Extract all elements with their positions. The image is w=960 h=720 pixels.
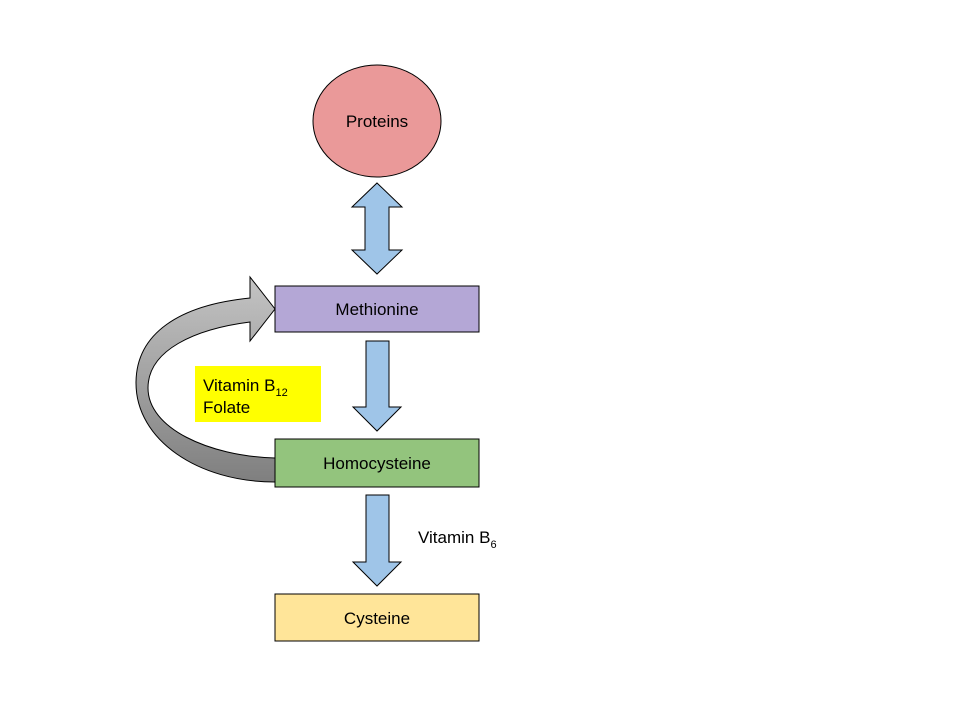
vitamin-b12-text: Vitamin B12 [203,376,288,399]
methionine-homocysteine-arrow [351,340,403,432]
cysteine-label: Cysteine [344,609,410,628]
methionine-node: Methionine [274,285,480,333]
remethylation-cofactor-label: Vitamin B12 Folate [195,366,321,422]
homocysteine-node: Homocysteine [274,438,480,488]
proteins-label: Proteins [346,112,408,131]
homocysteine-cysteine-arrow [351,494,403,587]
cysteine-box [274,593,480,642]
methionine-label: Methionine [335,300,418,319]
homocysteine-box [274,438,480,488]
proteins-circle [312,64,442,178]
vitamin-b6-text: Vitamin B6 [418,528,497,551]
proteins-node: Proteins [312,64,442,178]
methionine-box [274,285,480,333]
folate-text: Folate [203,398,250,417]
homocysteine-label: Homocysteine [323,454,431,473]
remethylation-curved-arrow [135,275,276,483]
proteins-methionine-double-arrow [350,182,404,275]
cofactor-highlight-box [195,366,321,422]
cysteine-node: Cysteine [274,593,480,642]
